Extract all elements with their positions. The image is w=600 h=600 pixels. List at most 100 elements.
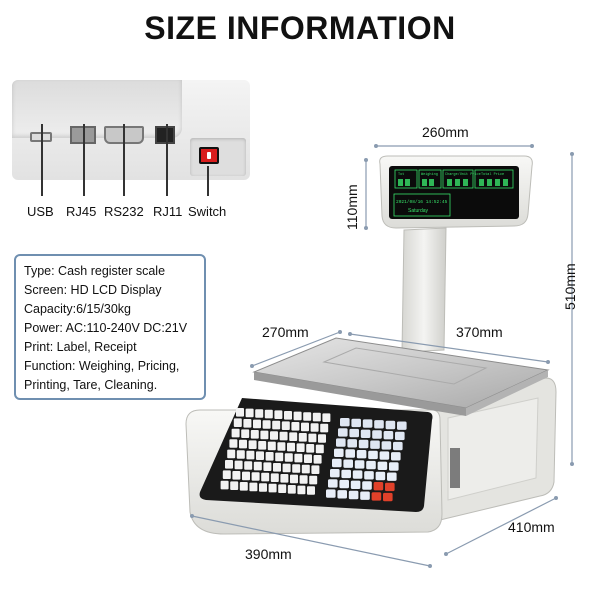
base-side-panel (447, 397, 539, 501)
plu-key (294, 453, 303, 463)
port-label-switch: Switch (188, 204, 227, 219)
spec-type: Type: Cash register scale (24, 264, 166, 278)
function-key (336, 438, 346, 447)
function-key (377, 461, 388, 470)
lcd-label-weighing: Weighing (421, 172, 438, 177)
port-label-rj11: RJ11 (153, 204, 183, 219)
function-key (348, 490, 359, 500)
plu-key (301, 422, 309, 432)
dim-label-display-width: 260mm (422, 124, 469, 140)
plu-key (231, 428, 240, 438)
plu-key (292, 464, 301, 473)
function-key (358, 439, 369, 449)
function-key (352, 470, 363, 479)
plu-key (234, 460, 243, 470)
plu-key (322, 413, 331, 422)
plu-key (281, 421, 290, 430)
function-key (381, 441, 392, 450)
spec-capacity: Capacity:6/15/30kg (24, 302, 132, 316)
lcd-tot-box (394, 169, 418, 189)
power-switch-icon (190, 138, 246, 176)
function-key (337, 490, 347, 499)
function-key (347, 439, 357, 448)
function-key (366, 460, 376, 470)
plu-key (284, 453, 293, 462)
function-key (385, 482, 395, 492)
plu-key (279, 431, 288, 441)
lcd-weight-box (418, 169, 442, 189)
lcd-label-unit-price: Charge/Unit Price (445, 172, 481, 177)
plu-key (233, 418, 242, 427)
plu-key (278, 484, 287, 493)
display-pole (401, 227, 447, 353)
dim-line-410 (445, 497, 557, 555)
plu-key (318, 434, 326, 443)
spec-print: Print: Label, Receipt (24, 340, 137, 354)
function-key (393, 441, 403, 451)
spec-function-cont: Printing, Tare, Cleaning. (24, 378, 158, 392)
plu-key (244, 461, 253, 470)
plu-key (239, 482, 248, 491)
plu-key (287, 485, 296, 494)
plu-key (315, 444, 324, 454)
spec-function: Function: Weighing, Pricing, (24, 359, 180, 373)
plu-key (236, 408, 244, 417)
plu-key (298, 433, 307, 442)
keypad-grid-right (326, 418, 407, 502)
plu-key (225, 460, 233, 469)
lcd-day: Saturday (408, 208, 429, 214)
tray-recess (322, 347, 488, 385)
function-key (373, 482, 384, 491)
plu-key (303, 412, 312, 421)
function-key (349, 428, 359, 438)
port-label-rs232: RS232 (104, 204, 144, 219)
plu-key (261, 472, 270, 482)
port-label-usb: USB (27, 204, 54, 219)
function-key (339, 479, 349, 489)
plu-key (222, 470, 231, 479)
function-key (334, 448, 344, 457)
plu-key (245, 408, 254, 418)
function-key (383, 431, 394, 440)
plu-key (311, 465, 320, 474)
rj45-leader-line (83, 124, 85, 196)
function-key (397, 421, 407, 430)
lcd-total-box (474, 169, 514, 189)
plu-key (239, 439, 247, 449)
plu-key (310, 423, 319, 432)
plu-key (256, 451, 264, 460)
plu-key (232, 471, 241, 480)
function-key (354, 460, 365, 469)
function-key (332, 458, 342, 468)
plu-key (242, 471, 250, 481)
plu-key (273, 463, 281, 472)
dim-label-base-depth: 410mm (508, 519, 555, 535)
function-key (364, 471, 374, 480)
tray-side-lip (466, 370, 548, 416)
lcd-label-tot: Tot (398, 173, 404, 177)
function-key (372, 430, 382, 439)
function-key (375, 471, 386, 481)
plu-key (277, 442, 286, 451)
function-key (389, 462, 399, 471)
plu-key (272, 420, 281, 430)
function-key (360, 491, 370, 500)
plu-key (243, 419, 252, 428)
plu-key (264, 409, 273, 419)
plu-key (229, 439, 238, 448)
plu-key (287, 442, 295, 452)
function-key (343, 459, 353, 468)
plu-key (262, 420, 271, 429)
dim-line-370 (349, 333, 549, 363)
dim-label-tray-width: 370mm (456, 324, 503, 340)
plu-key (227, 449, 236, 459)
function-key (350, 480, 361, 489)
plu-key (274, 410, 283, 419)
function-key (395, 431, 405, 441)
switch-leader-line (207, 166, 209, 196)
function-key (356, 450, 367, 459)
lcd-price-box (442, 169, 474, 189)
function-key (374, 420, 384, 429)
function-key (326, 489, 336, 498)
